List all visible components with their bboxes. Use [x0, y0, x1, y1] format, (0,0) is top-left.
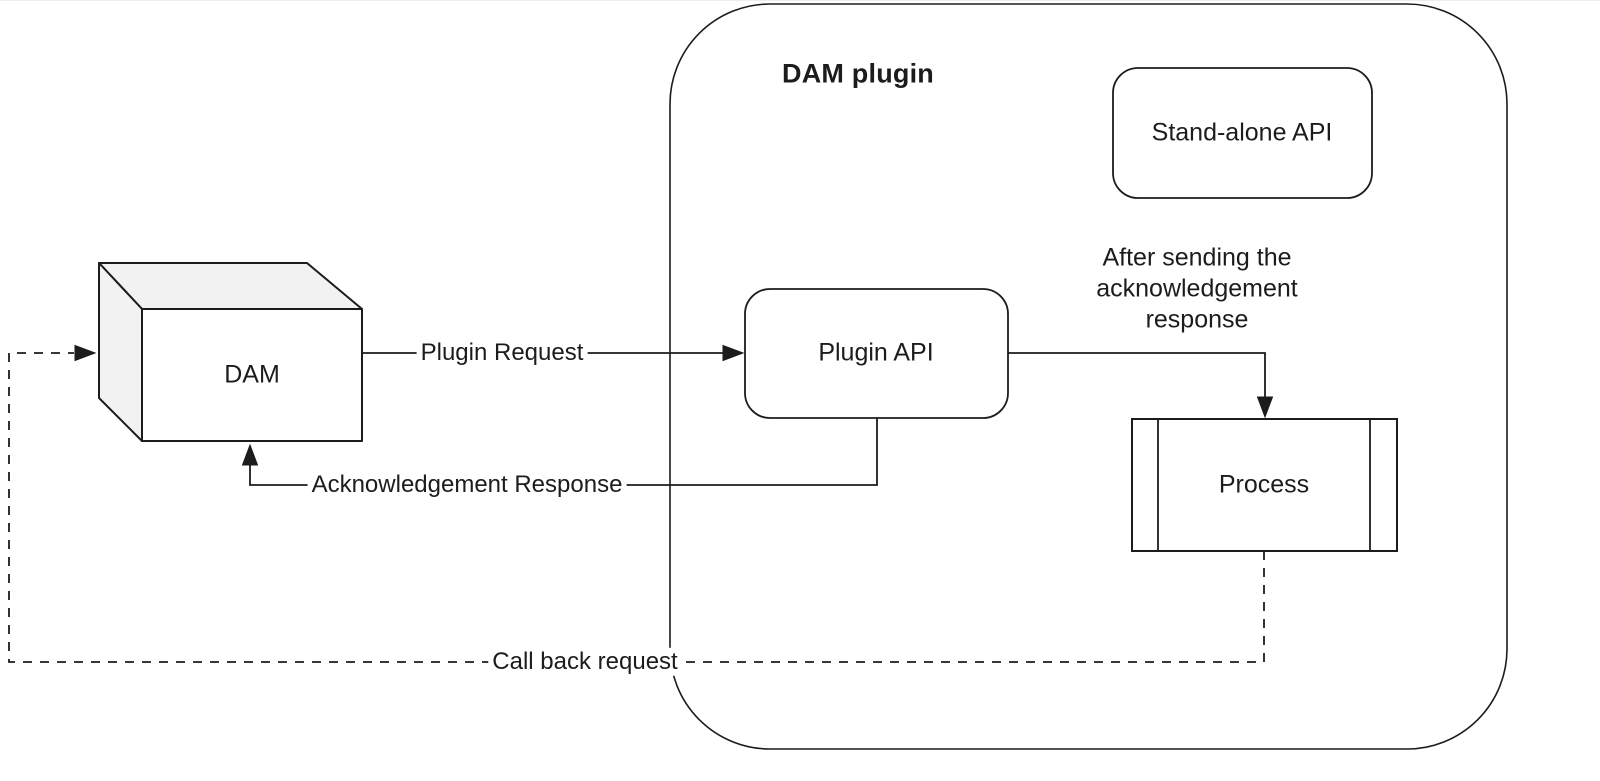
to-process-arrowhead-icon — [1256, 396, 1274, 419]
call-back-arrowhead-icon — [74, 344, 97, 362]
process-node-label: Process — [1218, 470, 1310, 499]
dam-node — [98, 262, 363, 442]
plugin-api-to-process-line — [1008, 352, 1266, 398]
stand-alone-api-node — [1112, 67, 1373, 199]
process-node — [1131, 418, 1398, 552]
dam-cube-top-face — [98, 262, 363, 310]
plugin-api-node — [744, 288, 1009, 419]
plugin-request-edge-label: Plugin Request — [416, 338, 588, 368]
plugin-request-arrowhead-icon — [722, 344, 745, 362]
acknowledgement-response-edge-label: Acknowledgement Response — [307, 470, 627, 500]
after-sending-annotation: After sending the acknowledgement respon… — [1096, 243, 1298, 334]
dam-plugin-container-title: DAM plugin — [782, 58, 934, 89]
dam-cube-front-face — [141, 308, 363, 442]
call-back-request-edge-label: Call back request — [488, 647, 682, 677]
process-node-box — [1131, 418, 1398, 552]
acknowledgement-arrowhead-icon — [241, 443, 259, 466]
dam-plugin-container-outline — [669, 3, 1508, 750]
call-back-request-line — [8, 352, 1265, 663]
dam-node-label: DAM — [224, 360, 280, 389]
stand-alone-api-node-label: Stand-alone API — [1151, 118, 1333, 147]
plugin-api-node-label: Plugin API — [818, 338, 934, 367]
